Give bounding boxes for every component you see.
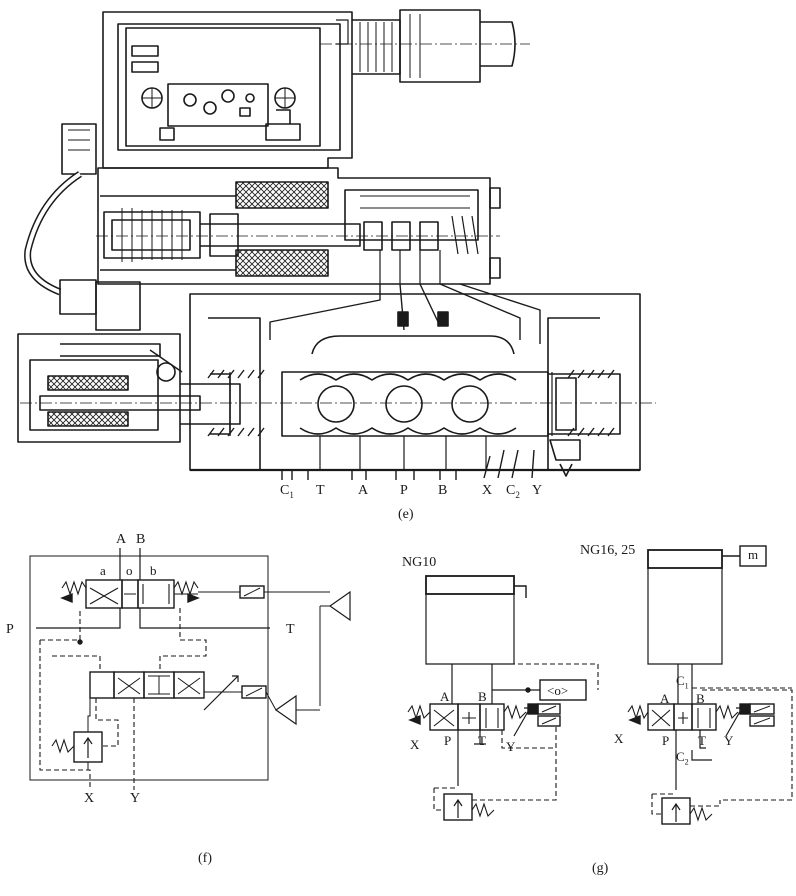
f-port-x: X [84,791,95,806]
ng16-valve-right [691,703,717,731]
ng16-port-c1-text: C [676,673,685,688]
ng16-port-c2: C2 [676,750,689,770]
port-label-y: Y [532,483,543,498]
port-c1-sub: 1 [289,489,294,500]
caption-g: (g) [592,861,609,876]
ng16-valve-left [647,703,675,731]
f-port-p: P [6,622,14,637]
f-position-a: a [100,563,106,578]
f-position-o: o [126,563,133,578]
f-port-b: B [136,532,146,547]
section-f-schematic [29,548,351,790]
ng16-port-y: Y [724,733,734,748]
caption-f: (f) [198,851,212,866]
port-label-x: X [482,483,493,498]
ng10-port-a: A [440,689,450,704]
ng16-port-t: T [698,733,706,748]
ng16-port-p: P [662,733,670,748]
ng16-port-a: A [660,691,670,706]
port-c2-text: C [506,483,516,498]
ng16-port-c1-sub: 1 [684,681,689,691]
pilot-valve-body [96,167,501,285]
ng16-port-b: B [696,691,705,706]
ng10-port-t: T [478,733,486,748]
main-valve-body [189,283,641,480]
port-label-b: B [438,483,448,498]
main-solenoid-left [17,333,656,443]
pilot-valve-position-4 [173,671,205,699]
section-e-drawing [17,9,656,480]
port-label-p: P [400,483,408,498]
ng16-port-c2-sub: 2 [684,757,689,767]
ng10-cylinder [425,575,515,595]
ng16-title: NG16, 25 [580,543,636,558]
port-label-t: T [316,483,325,498]
f-port-t: T [286,622,295,637]
pilot-valve-position-1 [89,671,115,699]
port-label-c1: C1 [280,484,294,502]
port-label-a: A [358,483,369,498]
ng10-amplifier-label: <o> [547,683,569,698]
electronics-housing [102,11,353,169]
ng10-port-x: X [410,737,420,752]
port-label-c2: C2 [506,484,520,502]
ng10-port-b: B [478,689,487,704]
ng10-title: NG10 [402,555,437,570]
section-g-ng16-schematic [627,545,793,825]
cable-assembly [24,123,141,331]
ng16-port-c1: C1 [676,674,689,694]
f-port-a: A [116,532,127,547]
ng10-port-y: Y [506,739,516,754]
port-c2-sub: 2 [515,489,520,500]
f-port-y: Y [130,791,141,806]
ng16-port-x: X [614,731,624,746]
caption-e: (e) [398,507,414,522]
ng16-port-c2-text: C [676,749,685,764]
f-position-b: b [150,563,157,578]
ng16-cylinder [647,549,723,569]
ng10-valve-right [479,703,505,731]
port-c1-text: C [280,483,290,498]
connector-plug [320,9,530,83]
ng10-port-p: P [444,733,452,748]
section-g-ng10-schematic [407,575,599,821]
ng16-motor-label: m [748,547,759,562]
